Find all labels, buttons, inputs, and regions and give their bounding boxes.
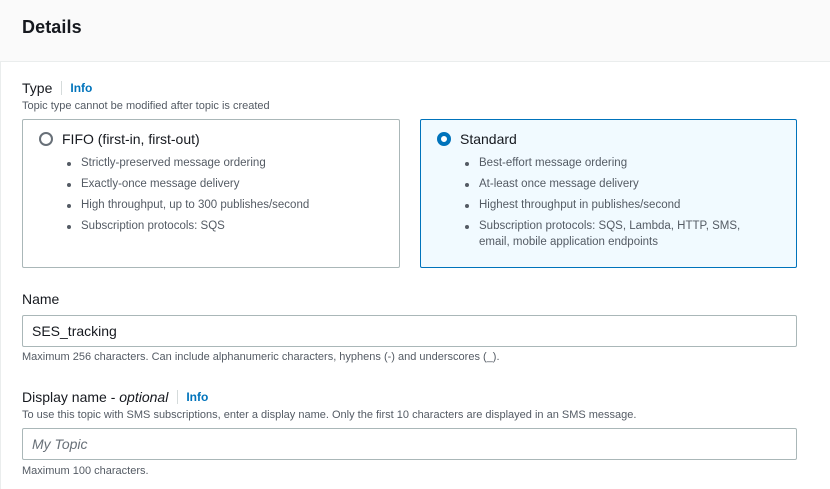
section-header: Details (0, 0, 830, 62)
list-item: At-least once message delivery (465, 176, 769, 192)
radio-standard[interactable] (437, 132, 451, 146)
name-hint: Maximum 256 characters. Can include alph… (22, 351, 500, 363)
type-option-fifo[interactable]: FIFO (first-in, first-out) Strictly-pres… (22, 119, 400, 268)
list-item: Exactly-once message delivery (67, 176, 371, 192)
name-input[interactable] (22, 315, 797, 347)
display-name-label: Display name - (22, 389, 120, 405)
name-label: Name (22, 291, 60, 307)
list-item: Best-effort message ordering (465, 155, 769, 171)
divider (177, 390, 179, 404)
list-item: Subscription protocols: SQS, Lambda, HTT… (465, 218, 769, 250)
divider (61, 81, 63, 95)
type-label-row: Type Info (22, 80, 92, 96)
fifo-title: FIFO (first-in, first-out) (62, 131, 200, 147)
standard-features: Best-effort message ordering At-least on… (465, 155, 769, 255)
display-name-hint: Maximum 100 characters. (22, 465, 149, 477)
container-left-border (0, 0, 1, 489)
list-item: Highest throughput in publishes/second (465, 197, 769, 213)
type-option-standard[interactable]: Standard Best-effort message ordering At… (420, 119, 797, 268)
standard-title: Standard (460, 131, 517, 147)
fifo-features: Strictly-preserved message ordering Exac… (67, 155, 371, 239)
radio-fifo[interactable] (39, 132, 53, 146)
list-item: Strictly-preserved message ordering (67, 155, 371, 171)
type-hint: Topic type cannot be modified after topi… (22, 100, 270, 112)
list-item: High throughput, up to 300 publishes/sec… (67, 197, 371, 213)
display-name-description: To use this topic with SMS subscriptions… (22, 409, 637, 421)
optional-label: optional (119, 389, 169, 405)
display-name-info-link[interactable]: Info (186, 390, 209, 404)
section-title: Details (22, 17, 82, 37)
list-item: Subscription protocols: SQS (67, 218, 371, 234)
display-name-input[interactable] (22, 428, 797, 460)
type-info-link[interactable]: Info (70, 81, 93, 95)
type-label: Type (22, 80, 53, 96)
display-name-label-row: Display name - optional Info (22, 389, 208, 405)
